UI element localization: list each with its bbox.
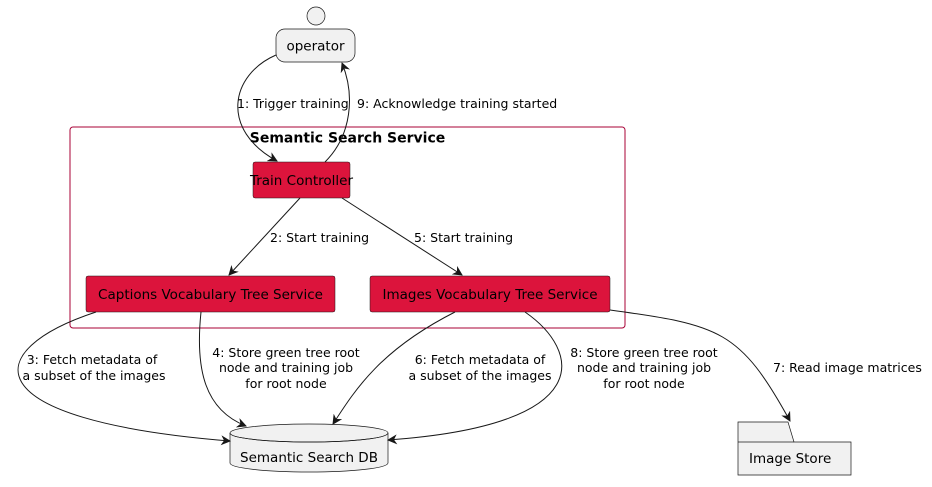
edge-7-label: 7: Read image matrices <box>773 360 922 375</box>
svg-text:node and training job: node and training job <box>577 360 711 375</box>
image-store-label: Image Store <box>749 451 831 467</box>
svg-text:for root node: for root node <box>245 376 327 391</box>
edge-3 <box>17 311 231 446</box>
images-tree-label: Images Vocabulary Tree Service <box>382 287 597 303</box>
edge-2 <box>228 197 301 276</box>
images-vocabulary-tree-service-node[interactable]: Images Vocabulary Tree Service <box>369 275 611 313</box>
svg-text:4: Store green tree root: 4: Store green tree root <box>212 345 360 360</box>
operator-label: operator <box>286 39 345 55</box>
edge-1 <box>237 54 278 162</box>
svg-text:a subset of the images: a subset of the images <box>22 368 165 383</box>
svg-text:8: Store green tree root: 8: Store green tree root <box>570 345 718 360</box>
semantic-search-db-node[interactable]: Semantic Search DB <box>229 423 389 473</box>
semantic-search-service-boundary: Semantic Search Service <box>69 126 626 329</box>
edge-6-label: 6: Fetch metadata of a subset of the ima… <box>408 352 551 383</box>
edge-1-label: 1: Trigger training <box>237 96 349 111</box>
edge-5-label: 5: Start training <box>414 230 513 245</box>
edge-4 <box>198 311 247 428</box>
train-controller-node[interactable]: Train Controller <box>249 161 354 199</box>
edge-6 <box>332 311 456 425</box>
svg-text:a subset of the images: a subset of the images <box>408 368 551 383</box>
train-controller-label: Train Controller <box>249 173 354 189</box>
actor-head-icon <box>306 6 326 26</box>
edge-9-label: 9: Acknowledge training started <box>357 96 557 111</box>
svg-text:3: Fetch metadata of: 3: Fetch metadata of <box>27 352 158 367</box>
boundary-title: Semantic Search Service <box>250 131 446 147</box>
captions-vocabulary-tree-service-node[interactable]: Captions Vocabulary Tree Service <box>85 275 336 313</box>
svg-text:node and training job: node and training job <box>219 360 353 375</box>
edge-8 <box>387 311 563 445</box>
edge-3-label: 3: Fetch metadata of a subset of the ima… <box>22 352 165 383</box>
svg-text:for root node: for root node <box>603 376 685 391</box>
edge-2-label: 2: Start training <box>270 230 369 245</box>
edge-8-label: 8: Store green tree root node and traini… <box>570 345 718 391</box>
captions-tree-label: Captions Vocabulary Tree Service <box>98 287 323 303</box>
operator-node[interactable]: operator <box>275 28 356 63</box>
edge-5 <box>341 197 463 276</box>
edge-4-label: 4: Store green tree root node and traini… <box>212 345 360 391</box>
image-store-folder-node[interactable]: Image Store <box>737 421 852 476</box>
db-label: Semantic Search DB <box>240 450 378 466</box>
svg-text:6: Fetch metadata of: 6: Fetch metadata of <box>415 352 546 367</box>
edge-7 <box>609 309 791 422</box>
edge-9 <box>324 62 351 163</box>
